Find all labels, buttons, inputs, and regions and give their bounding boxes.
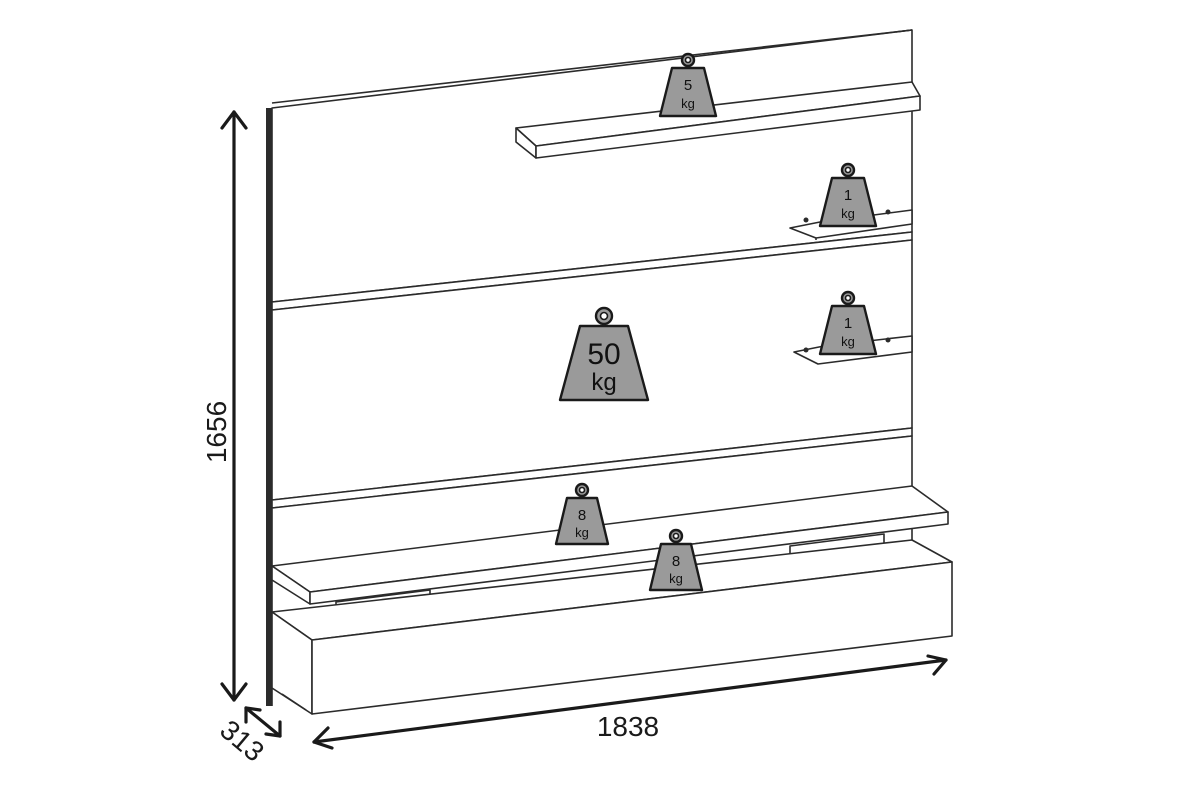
weight-panel-unit: kg xyxy=(591,369,616,396)
weight-tv-shelf-unit: kg xyxy=(575,525,589,540)
depth-arrow-line xyxy=(244,706,282,738)
glass-shelf-lower-bracket-right xyxy=(885,337,891,343)
height-arrow-head-top xyxy=(220,110,248,130)
weight-glass-lower-unit: kg xyxy=(841,334,855,349)
weight-glass-lower-value: 1 xyxy=(844,315,852,332)
weight-panel-icon: 50 kg xyxy=(558,306,650,402)
weight-top-shelf-icon: 5 kg xyxy=(658,52,718,118)
top-shelf-front xyxy=(535,95,921,159)
weight-panel-value: 50 xyxy=(587,338,620,371)
panel-top-corner xyxy=(895,29,913,33)
glass-shelf-upper-bracket-left xyxy=(803,217,809,223)
base-unit-front xyxy=(311,561,953,715)
tv-shelf-front xyxy=(309,511,949,605)
weight-glass-upper-unit: kg xyxy=(841,206,855,221)
top-shelf xyxy=(515,81,921,159)
base-unit xyxy=(271,539,953,715)
weight-tv-shelf-value: 8 xyxy=(578,507,586,524)
dimension-width: 1838 xyxy=(312,654,948,750)
height-arrow-head-bottom xyxy=(220,682,248,702)
weight-base-unit-unit: kg xyxy=(669,571,683,586)
weight-tv-shelf-icon: 8 kg xyxy=(554,482,610,546)
glass-shelf-lower-bracket-left xyxy=(803,347,809,353)
panel-left-edge xyxy=(266,108,272,706)
weight-top-shelf-value: 5 xyxy=(684,77,692,94)
panel-top-edge xyxy=(271,29,913,104)
width-arrow-head-left xyxy=(312,726,334,750)
weight-top-shelf-unit: kg xyxy=(681,96,695,111)
width-arrow-head-right xyxy=(926,654,948,676)
height-label: 1656 xyxy=(201,401,232,463)
weight-glass-lower-icon: 1 kg xyxy=(818,290,878,356)
width-label: 1838 xyxy=(597,711,659,742)
glass-shelf-upper-bracket-right xyxy=(885,209,891,215)
depth-arrow-head-top xyxy=(244,706,262,724)
dimension-height: 1656 xyxy=(201,110,248,702)
width-arrow-line xyxy=(312,658,948,744)
dimension-depth: 313 xyxy=(214,706,282,768)
weight-glass-upper-icon: 1 kg xyxy=(818,162,878,228)
weight-glass-upper-value: 1 xyxy=(844,187,852,204)
weight-base-unit-value: 8 xyxy=(672,553,680,570)
depth-arrow-head-bottom xyxy=(264,720,282,738)
base-unit-inner-edge xyxy=(281,693,307,711)
weight-base-unit-icon: 8 kg xyxy=(648,528,704,592)
